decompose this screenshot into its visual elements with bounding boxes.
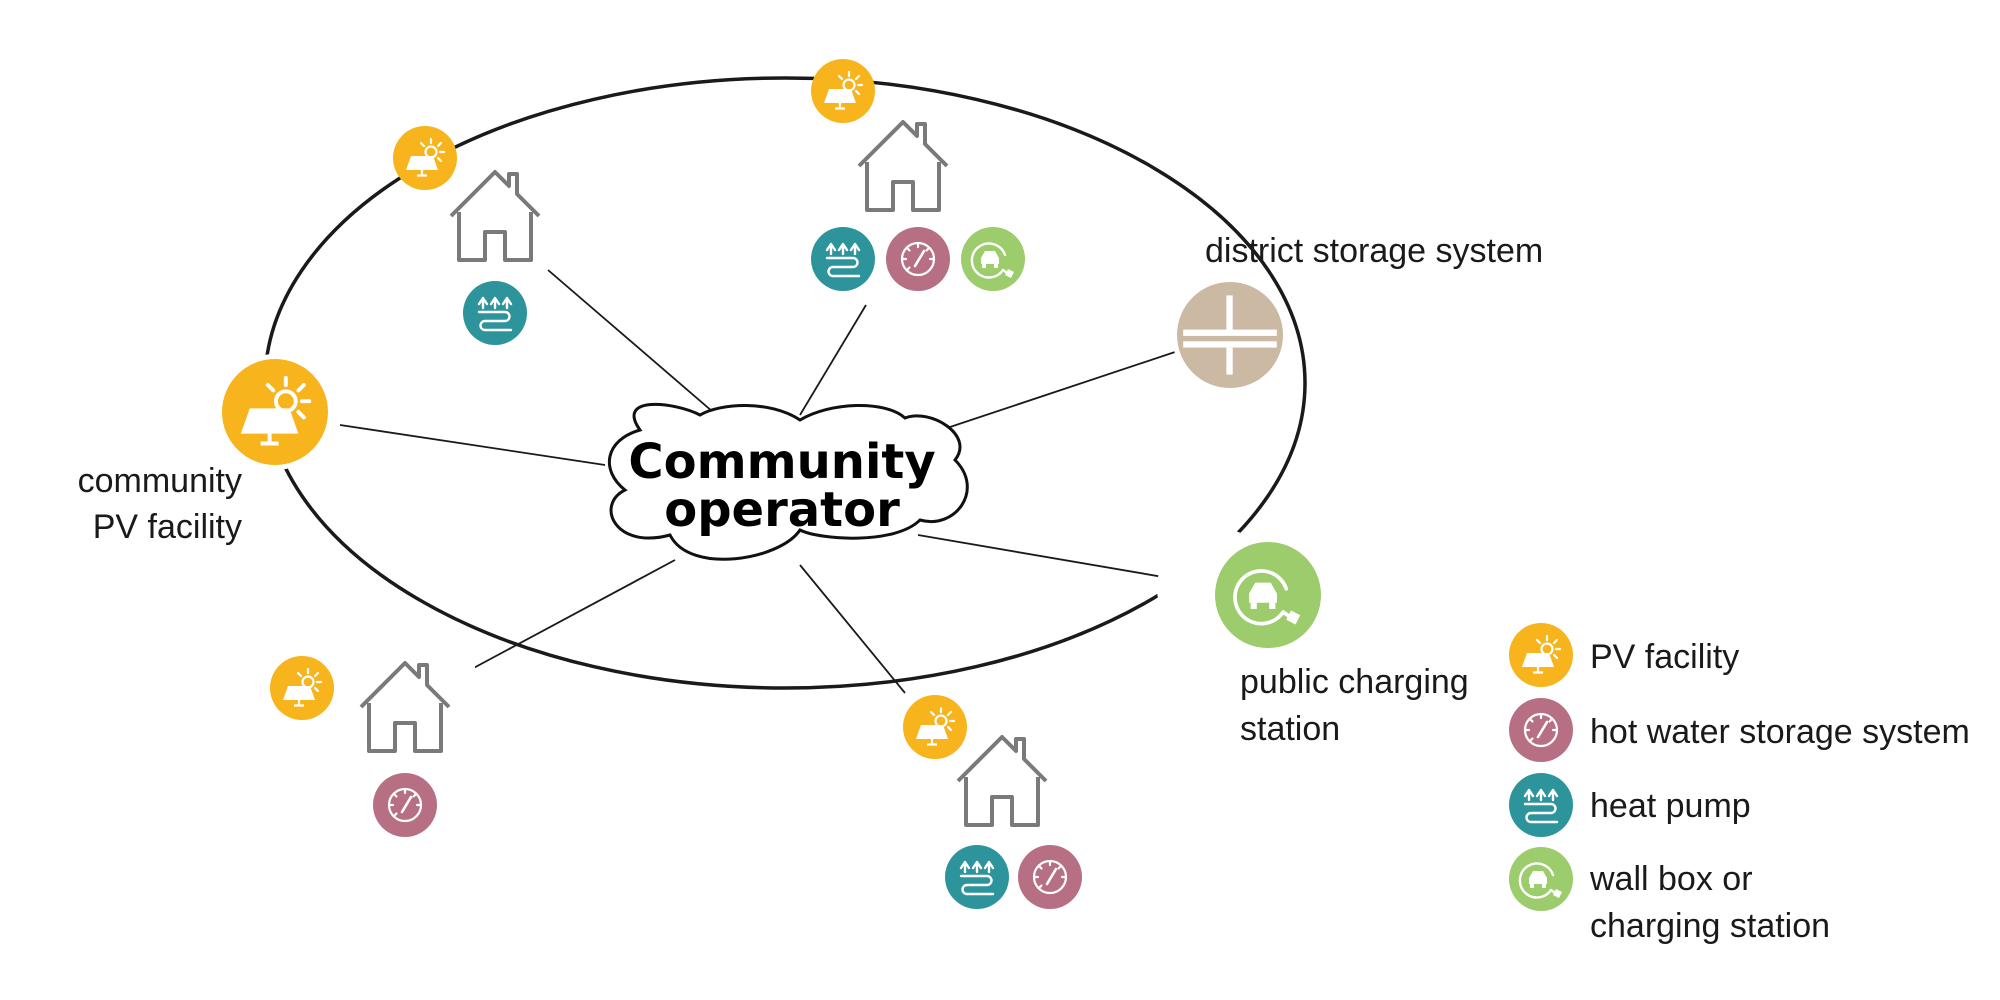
wallbox-icon (961, 227, 1025, 291)
heat-pump-icon (945, 845, 1009, 909)
legend-wallbox-label-line2: charging station (1590, 907, 1830, 945)
house-1 (393, 126, 541, 345)
community-pv-label-line2: PV facility (93, 508, 242, 546)
legend-heat-pump: heat pump (1509, 773, 1751, 837)
hot-water-storage-icon (1018, 845, 1082, 909)
heat-pump-icon (811, 227, 875, 291)
community-pv-node: community PV facility (78, 359, 328, 546)
community-pv-label-line1: community (78, 462, 242, 500)
legend-heat-pump-label: heat pump (1590, 787, 1751, 825)
hot-water-storage-icon (886, 227, 950, 291)
legend-pv: PV facility (1509, 623, 1739, 687)
legend-hot-water: hot water storage system (1509, 698, 1970, 762)
hot-water-storage-icon (373, 773, 437, 837)
house-4 (903, 695, 1082, 909)
district-storage-label: district storage system (1205, 232, 1543, 270)
heat-pump-icon (463, 281, 527, 345)
legend: PV facility hot water storage system hea… (1509, 623, 1970, 945)
pv-icon (811, 59, 875, 123)
legend-wallbox: wall box or charging station (1509, 847, 1830, 945)
pv-icon (903, 695, 967, 759)
public-charging-node: public charging station (1215, 542, 1469, 748)
house-3 (270, 656, 451, 837)
district-storage-node: district storage system (1177, 232, 1543, 388)
legend-pv-label: PV facility (1590, 638, 1739, 676)
center-title-line1: Community (628, 434, 935, 490)
center-title-line2: operator (664, 482, 900, 538)
public-charging-label-line2: station (1240, 710, 1340, 748)
pv-icon (270, 656, 334, 720)
house-2 (811, 59, 1025, 291)
community-operator-cloud: Community operator (607, 402, 969, 561)
legend-wallbox-label-line1: wall box or (1589, 860, 1753, 898)
legend-hot-water-label: hot water storage system (1590, 713, 1970, 751)
pv-icon (393, 126, 457, 190)
public-charging-label-line1: public charging (1240, 663, 1469, 701)
